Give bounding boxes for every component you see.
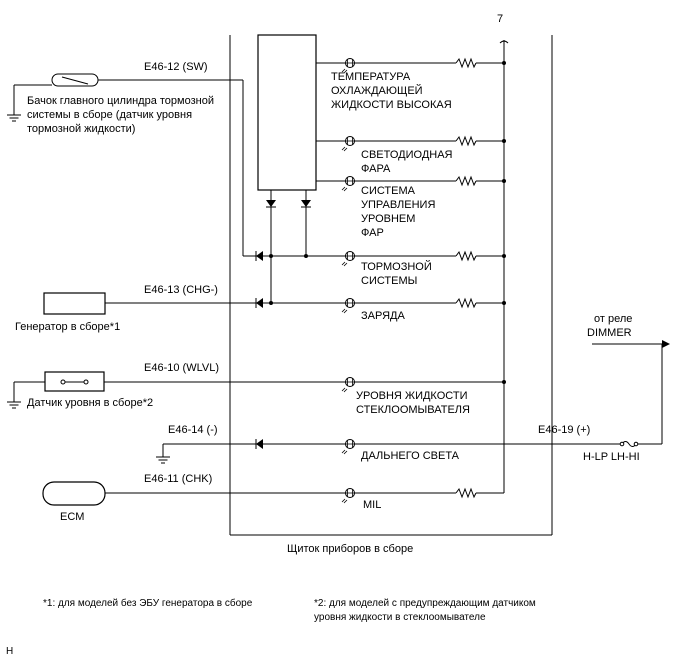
headlight-switch-label: H-LP LH-HI	[583, 451, 640, 463]
lamp-label-washer: УРОВНЯ ЖИДКОСТИ СТЕКЛООМЫВАТЕЛЯ	[356, 390, 471, 416]
lamp-row-mil	[105, 488, 504, 504]
lamp-row-brake	[243, 251, 506, 267]
dimmer-label: от реле DIMMER	[587, 313, 635, 339]
dimmer-feed	[592, 340, 670, 447]
ecm-label: ECM	[60, 511, 84, 523]
footnote-2: *2: для моделей с предупреждающим датчик…	[314, 598, 539, 623]
lamp-row-led	[316, 136, 506, 152]
lamp-label-mil: MIL	[363, 499, 381, 511]
lamp-label-charge: ЗАРЯДА	[361, 310, 405, 322]
cluster-module-box	[257, 34, 317, 191]
lamp-row-coolant	[316, 58, 506, 74]
wire-label-minus: E46-14 (-)	[168, 424, 218, 436]
brake-reservoir-sensor	[6, 73, 244, 256]
terminal-7-label: 7	[497, 13, 503, 25]
wire-label-chk: E46-11 (CHK)	[144, 473, 212, 485]
footnote-1: *1: для моделей без ЭБУ генератора в сбо…	[43, 597, 253, 609]
wire-label-chg: E46-13 (CHG-)	[144, 284, 218, 296]
lamp-row-high-beam	[163, 438, 622, 455]
brake-reservoir-label: Бачок главного цилиндра тормозной систем…	[27, 95, 217, 135]
level-sensor-label: Датчик уровня в сборе*2	[27, 397, 153, 409]
diode-network	[255, 190, 312, 309]
wire-label-sw: E46-12 (SW)	[144, 61, 208, 73]
generator-box	[43, 292, 106, 315]
ecm-box	[42, 481, 106, 506]
lamp-row-charge	[105, 298, 506, 314]
lamp-row-leveling	[316, 176, 506, 192]
lamp-label-high-beam: ДАЛЬНЕГО СВЕТА	[361, 450, 460, 462]
washer-level-sensor	[6, 371, 105, 409]
lamp-label-led: СВЕТОДИОДНАЯ ФАРА	[361, 149, 456, 175]
cluster-frame	[229, 35, 553, 536]
ground-minus	[155, 444, 171, 464]
lamp-label-brake: ТОРМОЗНОЙ СИСТЕМЫ	[361, 260, 435, 287]
wire-label-plus: E46-19 (+)	[538, 424, 590, 436]
lamp-row-washer	[104, 377, 506, 393]
lamp-label-leveling: СИСТЕМА УПРАВЛЕНИЯ УРОВНЕМ ФАР	[361, 185, 438, 239]
corner-code: H	[6, 646, 13, 657]
generator-label: Генератор в сборе*1	[15, 321, 120, 333]
lamp-label-coolant: ТЕМПЕРАТУРА ОХЛАЖДАЮЩЕЙ ЖИДКОСТИ ВЫСОКАЯ	[331, 71, 452, 111]
power-bus	[499, 40, 509, 493]
cluster-label: Щиток приборов в сборе	[287, 543, 413, 555]
wire-label-wlvl: E46-10 (WLVL)	[144, 362, 219, 374]
